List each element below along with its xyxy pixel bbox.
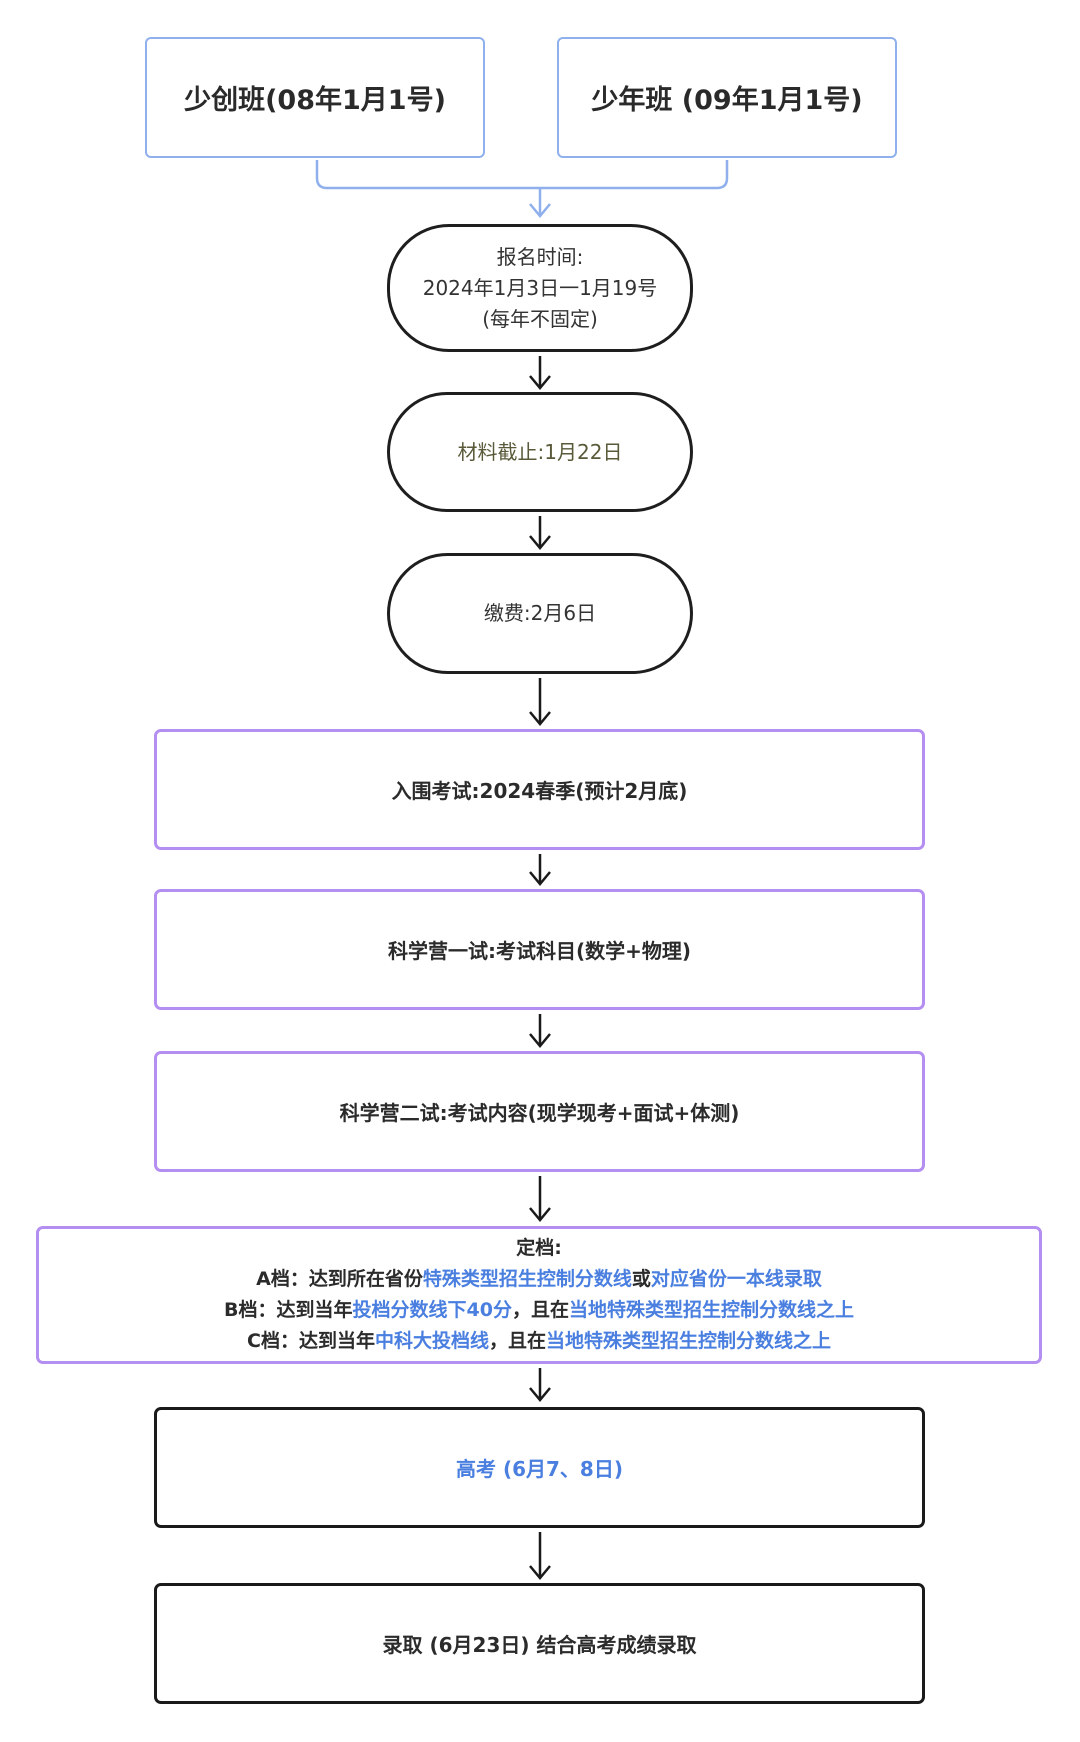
grade-a-highlight-2: 对应省份一本线录取 bbox=[650, 1268, 822, 1290]
grade-c-prefix: C档：达到当年 bbox=[247, 1330, 375, 1352]
merge-arrow-head bbox=[529, 203, 551, 218]
box-label: 少年班 (09年1月1号) bbox=[591, 85, 863, 116]
registration-line-3: (每年不固定) bbox=[482, 306, 598, 331]
box-gaokao: 高考 (6月7、8日) bbox=[154, 1407, 925, 1528]
box-camp-test-2: 科学营二试:考试内容(现学现考+面试+体测) bbox=[154, 1051, 925, 1172]
registration-line-2: 2024年1月3日一1月19号 bbox=[422, 275, 658, 300]
grade-a-highlight-1: 特殊类型招生控制分数线 bbox=[422, 1268, 632, 1290]
arrow-4 bbox=[529, 854, 551, 886]
grade-b-mid: ，且在 bbox=[511, 1299, 569, 1321]
materials-label: 材料截止:1月22日 bbox=[457, 439, 623, 464]
merge-connector bbox=[315, 160, 729, 190]
grade-c-line: C档：达到当年中科大投档线，且在当地特殊类型招生控制分数线之上 bbox=[247, 1326, 831, 1357]
box-shaochuang-class: 少创班(08年1月1号) bbox=[145, 37, 485, 158]
admission-label: 录取 (6月23日) 结合高考成绩录取 bbox=[382, 1633, 697, 1657]
grade-a-line: A档：达到所在省份特殊类型招生控制分数线或对应省份一本线录取 bbox=[256, 1264, 822, 1295]
box-shortlist-exam: 入围考试:2024春季(预计2月底) bbox=[154, 729, 925, 850]
arrow-1 bbox=[529, 356, 551, 390]
camp-test-2-label: 科学营二试:考试内容(现学现考+面试+体测) bbox=[339, 1101, 740, 1125]
arrow-5 bbox=[529, 1014, 551, 1048]
grade-a-mid: 或 bbox=[631, 1268, 651, 1290]
grade-c-highlight-1: 中科大投档线 bbox=[374, 1330, 489, 1352]
arrow-6 bbox=[529, 1176, 551, 1222]
arrow-3 bbox=[529, 678, 551, 726]
camp-test-1-label: 科学营一试:考试科目(数学+物理) bbox=[387, 939, 692, 963]
shortlist-exam-label: 入围考试:2024春季(预计2月底) bbox=[391, 779, 688, 803]
grade-b-prefix: B档：达到当年 bbox=[224, 1299, 353, 1321]
arrow-8 bbox=[529, 1532, 551, 1580]
box-camp-test-1: 科学营一试:考试科目(数学+物理) bbox=[154, 889, 925, 1010]
box-youth-class: 少年班 (09年1月1号) bbox=[557, 37, 897, 158]
arrow-7 bbox=[529, 1368, 551, 1402]
grade-a-prefix: A档：达到所在省份 bbox=[256, 1268, 423, 1290]
box-grading: 定档: A档：达到所在省份特殊类型招生控制分数线或对应省份一本线录取 B档：达到… bbox=[36, 1226, 1042, 1364]
grading-title: 定档: bbox=[516, 1237, 562, 1259]
payment-label: 缴费:2月6日 bbox=[483, 601, 597, 625]
arrow-2 bbox=[529, 516, 551, 550]
pill-materials-deadline: 材料截止:1月22日 bbox=[387, 392, 693, 512]
gaokao-label: 高考 (6月7、8日) bbox=[456, 1457, 623, 1481]
grade-c-mid: ，且在 bbox=[488, 1330, 546, 1352]
pill-payment: 缴费:2月6日 bbox=[387, 553, 693, 674]
pill-registration: 报名时间: 2024年1月3日一1月19号 (每年不固定) bbox=[387, 224, 693, 352]
grade-b-line: B档：达到当年投档分数线下40分，且在当地特殊类型招生控制分数线之上 bbox=[224, 1295, 854, 1326]
grade-c-highlight-2: 当地特殊类型招生控制分数线之上 bbox=[545, 1330, 831, 1352]
box-admission: 录取 (6月23日) 结合高考成绩录取 bbox=[154, 1583, 925, 1704]
registration-line-1: 报名时间: bbox=[496, 244, 584, 269]
grade-b-highlight-1: 投档分数线下40分 bbox=[352, 1299, 512, 1321]
box-label: 少创班(08年1月1号) bbox=[184, 85, 446, 116]
grade-b-highlight-2: 当地特殊类型招生控制分数线之上 bbox=[568, 1299, 854, 1321]
